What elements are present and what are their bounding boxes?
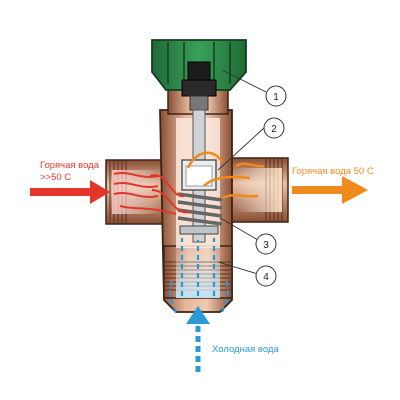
callouts bbox=[217, 69, 267, 275]
hot-outlet-label: Горячая вода 50 С bbox=[292, 166, 374, 177]
adjustment-knob bbox=[151, 39, 247, 111]
cold-inlet-label: Холодная вода bbox=[212, 344, 279, 355]
callout-circles bbox=[255, 85, 287, 287]
callout-4: 4 bbox=[263, 272, 269, 283]
mixed-flow-lines bbox=[186, 151, 265, 200]
cold-flow-lines bbox=[168, 238, 230, 313]
hot-flow-lines bbox=[113, 172, 191, 215]
callout-1: 1 bbox=[273, 92, 279, 103]
mixed-outlet-arrow bbox=[292, 176, 368, 204]
hot-inlet-label-line2: >>50 С bbox=[40, 172, 71, 183]
hot-inlet-label-line1: Горячая вода bbox=[40, 160, 100, 171]
spring bbox=[177, 192, 223, 226]
callout-3: 3 bbox=[263, 240, 269, 251]
cold-inlet-arrow bbox=[186, 306, 210, 372]
hot-inlet-arrow bbox=[30, 180, 110, 204]
thermostatic-element bbox=[177, 109, 223, 243]
callout-2: 2 bbox=[271, 124, 277, 135]
